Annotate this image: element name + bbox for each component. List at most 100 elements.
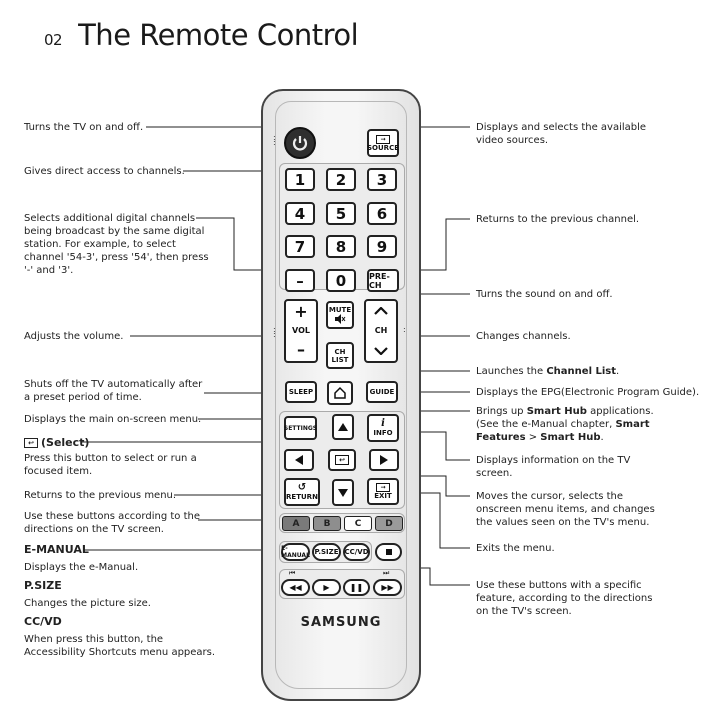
prech-desc: Returns to the previous channel.	[476, 214, 640, 225]
return-label: RETURN	[286, 493, 318, 501]
right-arrow-icon	[380, 455, 388, 465]
chlist-desc: Launches the Channel List.	[476, 365, 619, 378]
home-icon	[334, 386, 346, 399]
digit-6-button[interactable]: 6	[367, 202, 397, 225]
info-button[interactable]: i INFO	[367, 414, 399, 442]
vol-down-icon: –	[297, 340, 305, 360]
select-button[interactable]: ↩	[328, 449, 356, 471]
emanual-button[interactable]: E-MANUAL	[281, 543, 310, 561]
brand-logo: SAMSUNG	[300, 615, 382, 630]
ccvd-desc-line: Accessibility Shortcuts menu appears.	[24, 647, 216, 658]
info-icon: i	[381, 418, 385, 429]
digit-0-button[interactable]: 0	[326, 269, 356, 292]
color-d-button[interactable]: D	[375, 516, 403, 531]
ch-dots-icon: :	[403, 325, 407, 334]
ccvd-button[interactable]: CC/VD	[343, 543, 370, 561]
number-desc: Gives direct access to channels.	[24, 166, 185, 177]
exit-label: EXIT	[374, 492, 392, 500]
pause-button[interactable]: ❚❚	[343, 579, 370, 596]
digit-9-button[interactable]: 9	[367, 235, 397, 258]
smarthub-text: >	[525, 432, 541, 443]
digit-7-button[interactable]: 7	[285, 235, 315, 258]
fast-forward-button[interactable]: ▶▶	[373, 579, 402, 596]
settings-button[interactable]: SETTINGS	[284, 416, 317, 440]
left-arrow-button[interactable]	[284, 449, 314, 471]
dash-button[interactable]: –	[285, 269, 315, 292]
info-desc-line: screen.	[476, 468, 513, 479]
play-button[interactable]: ▶	[312, 579, 341, 596]
pause-icon: ❚❚	[349, 583, 364, 592]
rewind-button[interactable]: ◀◀	[281, 579, 310, 596]
media-desc: Use these buttons with a specific featur…	[476, 579, 652, 618]
smarthub-desc: Brings up Smart Hub applications. (See t…	[476, 405, 654, 444]
chlist-label-line: CH	[334, 347, 346, 356]
exit-button[interactable]: → EXIT	[367, 478, 399, 505]
color-b-button[interactable]: B	[313, 516, 341, 531]
ch-label: CH	[374, 326, 388, 336]
ch-desc: Changes channels.	[476, 331, 571, 342]
return-button[interactable]: ↺ RETURN	[284, 478, 320, 506]
stop-button[interactable]	[375, 543, 402, 561]
power-button[interactable]	[284, 127, 316, 159]
source-button[interactable]: → SOURCE	[367, 129, 399, 157]
smarthub-bold: Smart	[615, 419, 650, 430]
digit-1-button[interactable]: 1	[285, 168, 315, 191]
ccvd-desc-line: When press this button, the	[24, 634, 164, 645]
digit-5-button[interactable]: 5	[326, 202, 356, 225]
right-arrow-button[interactable]	[369, 449, 399, 471]
info-desc: Displays information on the TV screen.	[476, 454, 630, 480]
dash-desc: Selects additional digital channels bein…	[24, 212, 209, 277]
color-buttons-group	[279, 513, 405, 533]
info-desc-line: Displays information on the TV	[476, 455, 631, 466]
sleep-button[interactable]: SLEEP	[285, 381, 317, 403]
power-icon	[292, 136, 308, 151]
color-a-button[interactable]: A	[282, 516, 310, 531]
smarthub-bold: Features	[476, 432, 526, 443]
play-icon: ▶	[323, 583, 330, 592]
volume-rocker[interactable]: + VOL –	[284, 299, 318, 363]
exit-icon: →	[376, 483, 390, 492]
media-desc-line: feature, according to the directions	[476, 593, 653, 604]
up-arrow-button[interactable]	[332, 414, 354, 440]
down-arrow-icon	[338, 488, 348, 497]
title-text: The Remote Control	[78, 18, 359, 52]
exit-desc: Exits the menu.	[476, 543, 555, 554]
mute-icon	[335, 314, 346, 324]
select-desc: ↩(Select) Press this button to select or…	[24, 436, 197, 478]
stop-icon	[385, 549, 392, 555]
sleep-desc-line: Shuts off the TV automatically after	[24, 379, 203, 390]
mute-label: MUTE	[328, 306, 352, 314]
chlist-desc-bold: Channel List	[546, 366, 617, 377]
cursor-desc-line: Moves the cursor, selects the	[476, 491, 624, 502]
channel-rocker[interactable]: CH	[364, 299, 398, 363]
fast-forward-icon: ▶▶	[381, 583, 394, 592]
remote-inner-frame	[275, 101, 407, 689]
source-desc-line: Displays and selects the available	[476, 122, 647, 133]
info-label: INFO	[373, 429, 393, 437]
digit-2-button[interactable]: 2	[326, 168, 356, 191]
chlist-button[interactable]: CH LIST	[326, 342, 354, 369]
digit-8-button[interactable]: 8	[326, 235, 356, 258]
guide-button[interactable]: GUIDE	[366, 381, 398, 403]
skip-forward-icon: ⏭	[383, 569, 390, 577]
ch-down-icon	[374, 347, 388, 356]
up-arrow-icon	[338, 423, 348, 431]
source-desc: Displays and selects the available video…	[476, 121, 646, 147]
color-c-button[interactable]: C	[344, 516, 372, 531]
select-desc-line: Press this button to select or run a	[24, 453, 197, 464]
volume-desc: Adjusts the volume.	[24, 331, 124, 342]
dash-desc-line: Selects additional digital channels	[24, 213, 196, 224]
mute-button[interactable]: MUTE	[326, 301, 354, 329]
cursor-desc: Moves the cursor, selects the onscreen m…	[476, 490, 655, 529]
down-arrow-button[interactable]	[332, 479, 354, 506]
home-button[interactable]	[327, 381, 353, 405]
smarthub-bold: Smart Hub	[526, 406, 587, 417]
prech-button[interactable]: PRE-CH	[367, 269, 399, 292]
digit-3-button[interactable]: 3	[367, 168, 397, 191]
settings-desc: Displays the main on-screen menu.	[24, 414, 202, 425]
color-desc-line: Use these buttons according to the	[24, 511, 200, 522]
psize-button[interactable]: P.SIZE	[312, 543, 341, 561]
rewind-icon: ◀◀	[289, 583, 302, 592]
smarthub-text: (See the e-Manual chapter,	[476, 419, 616, 430]
digit-4-button[interactable]: 4	[285, 202, 315, 225]
